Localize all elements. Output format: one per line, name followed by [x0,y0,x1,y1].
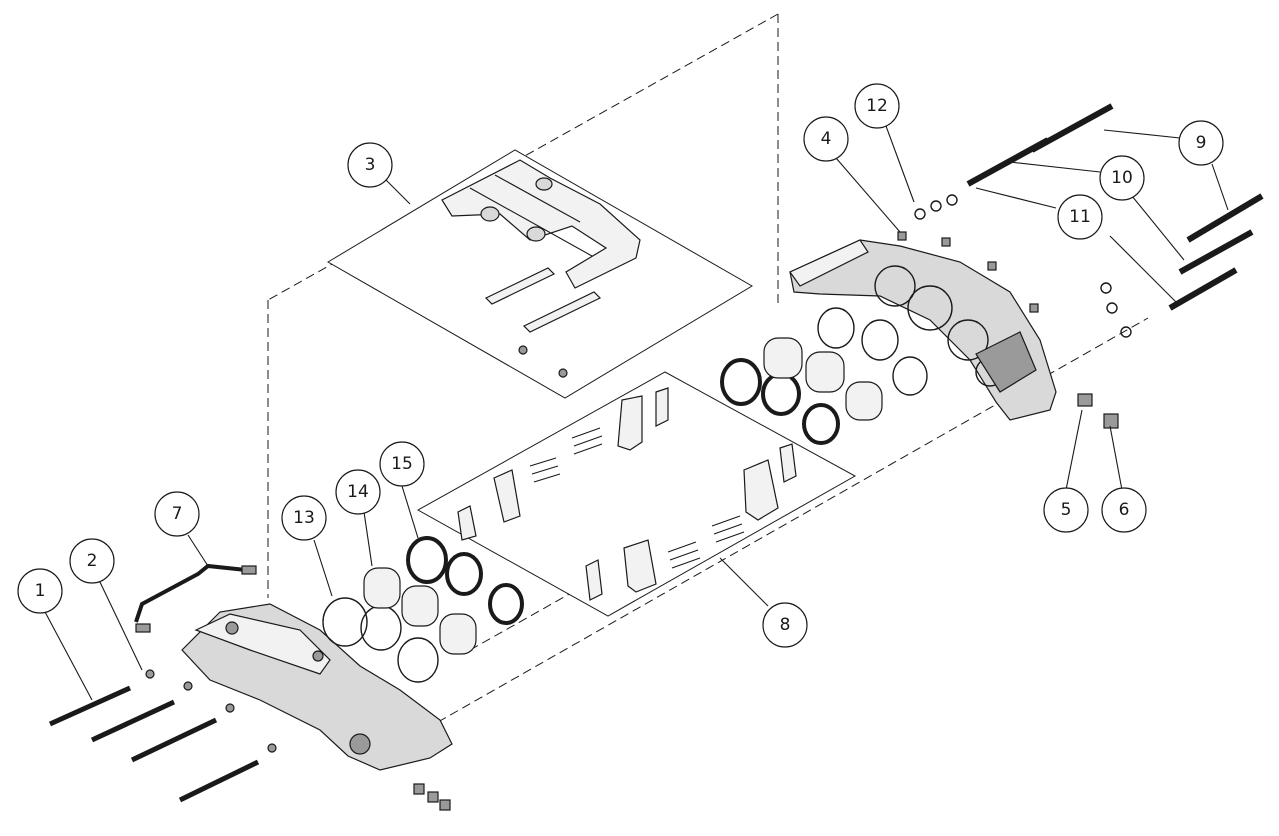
callout-5: 5 [1043,487,1089,533]
left-bolts [48,669,277,803]
right-bolts [897,103,1264,338]
hardware-screws [529,427,745,569]
callout-3-label: 3 [365,155,376,175]
callout-4-label: 4 [821,129,832,149]
callout-13-label: 13 [293,508,315,528]
callout-4: 4 [803,116,849,162]
callout-2-label: 2 [87,551,98,571]
callout-15-label: 15 [391,454,413,474]
right-piston-group [720,307,928,445]
callout-7: 7 [154,491,200,537]
left-bleeder [413,783,451,811]
callout-11-label: 11 [1069,207,1091,227]
bleeder-fittings [1077,393,1119,429]
brake-line [134,563,257,633]
callout-14-label: 14 [347,482,369,502]
callout-2: 2 [69,538,115,584]
callout-1-label: 1 [35,581,46,601]
callout-9: 9 [1178,120,1224,166]
callout-7-label: 7 [172,504,183,524]
callout-15: 15 [379,441,425,487]
callout-8: 8 [762,602,808,648]
callout-10-label: 10 [1111,168,1133,188]
callout-9-label: 9 [1196,133,1207,153]
outboard-caliper-body [789,239,1057,421]
callout-leaders [43,125,1229,701]
callout-13: 13 [281,495,327,541]
callout-14: 14 [335,469,381,515]
callout-1: 1 [17,568,63,614]
callout-8-label: 8 [780,615,791,635]
callout-12: 12 [854,83,900,129]
callout-11: 11 [1057,194,1103,240]
left-piston-group [322,536,524,683]
callout-5-label: 5 [1061,500,1072,520]
callout-12-label: 12 [866,96,888,116]
callout-3: 3 [347,142,393,188]
callout-10: 10 [1099,155,1145,201]
hardware-kit-plane [416,371,857,617]
callout-6: 6 [1101,487,1147,533]
callout-6-label: 6 [1119,500,1130,520]
inboard-caliper-body [181,603,453,771]
bridge-kit-plane [327,149,753,399]
